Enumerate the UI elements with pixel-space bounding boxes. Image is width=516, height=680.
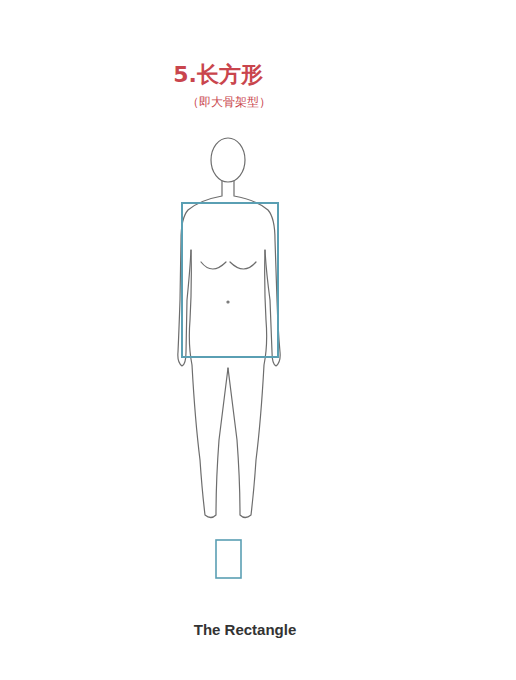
navel-dot bbox=[227, 301, 229, 303]
right-leg-outline bbox=[228, 250, 267, 518]
caption-text: The Rectangle bbox=[194, 621, 297, 638]
subtitle-label: （即大骨架型） bbox=[187, 94, 271, 111]
right-breast-line bbox=[230, 262, 256, 269]
left-breast-line bbox=[201, 262, 226, 269]
torso-rectangle bbox=[182, 203, 278, 357]
right-arm-outline bbox=[234, 181, 280, 366]
title-text: 5.长方形 bbox=[173, 60, 263, 90]
left-arm-outline bbox=[178, 181, 222, 366]
left-leg-outline bbox=[189, 250, 228, 518]
shape-icon bbox=[216, 540, 241, 578]
head-outline bbox=[211, 138, 245, 182]
